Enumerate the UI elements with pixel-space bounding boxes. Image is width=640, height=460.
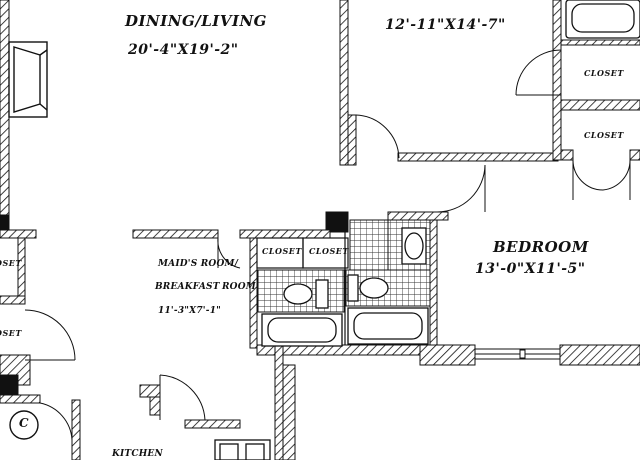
bedroom-name: BEDROOM xyxy=(493,238,589,256)
windows xyxy=(474,348,561,360)
closet-top-right-lower: CLOSET xyxy=(584,130,624,140)
fireplace xyxy=(8,41,48,118)
door-swings xyxy=(24,49,631,441)
circle-c-label: C xyxy=(19,416,30,430)
closet-hall-left: CLOSET xyxy=(262,246,302,256)
closet-left-edge-upper: CLOSET xyxy=(0,258,22,268)
dining-living-dims: 20'-4"X19'-2" xyxy=(128,42,239,58)
dining-living-name: DINING/LIVING xyxy=(125,12,267,30)
bedroom-dims: 13'-0"X11'-5" xyxy=(475,261,586,277)
kitchen-name: KITCHEN xyxy=(112,449,163,459)
closet-top-right-upper: CLOSET xyxy=(584,68,624,78)
circle-c-marker xyxy=(9,410,39,440)
closet-left-edge-lower: CLOSET xyxy=(0,328,22,338)
fixtures xyxy=(214,0,640,460)
maids-room-line1: MAID'S ROOM/ xyxy=(158,259,239,269)
top-room-dims: 12'-11"X14'-7" xyxy=(385,17,506,33)
maids-room-line2b: ROOM xyxy=(222,282,256,292)
maids-room-line2a: BREAKFAST xyxy=(155,282,220,292)
closet-hall-right: CLOSET xyxy=(309,246,349,256)
maids-room-dims: 11'-3"X7'-1" xyxy=(158,306,222,316)
